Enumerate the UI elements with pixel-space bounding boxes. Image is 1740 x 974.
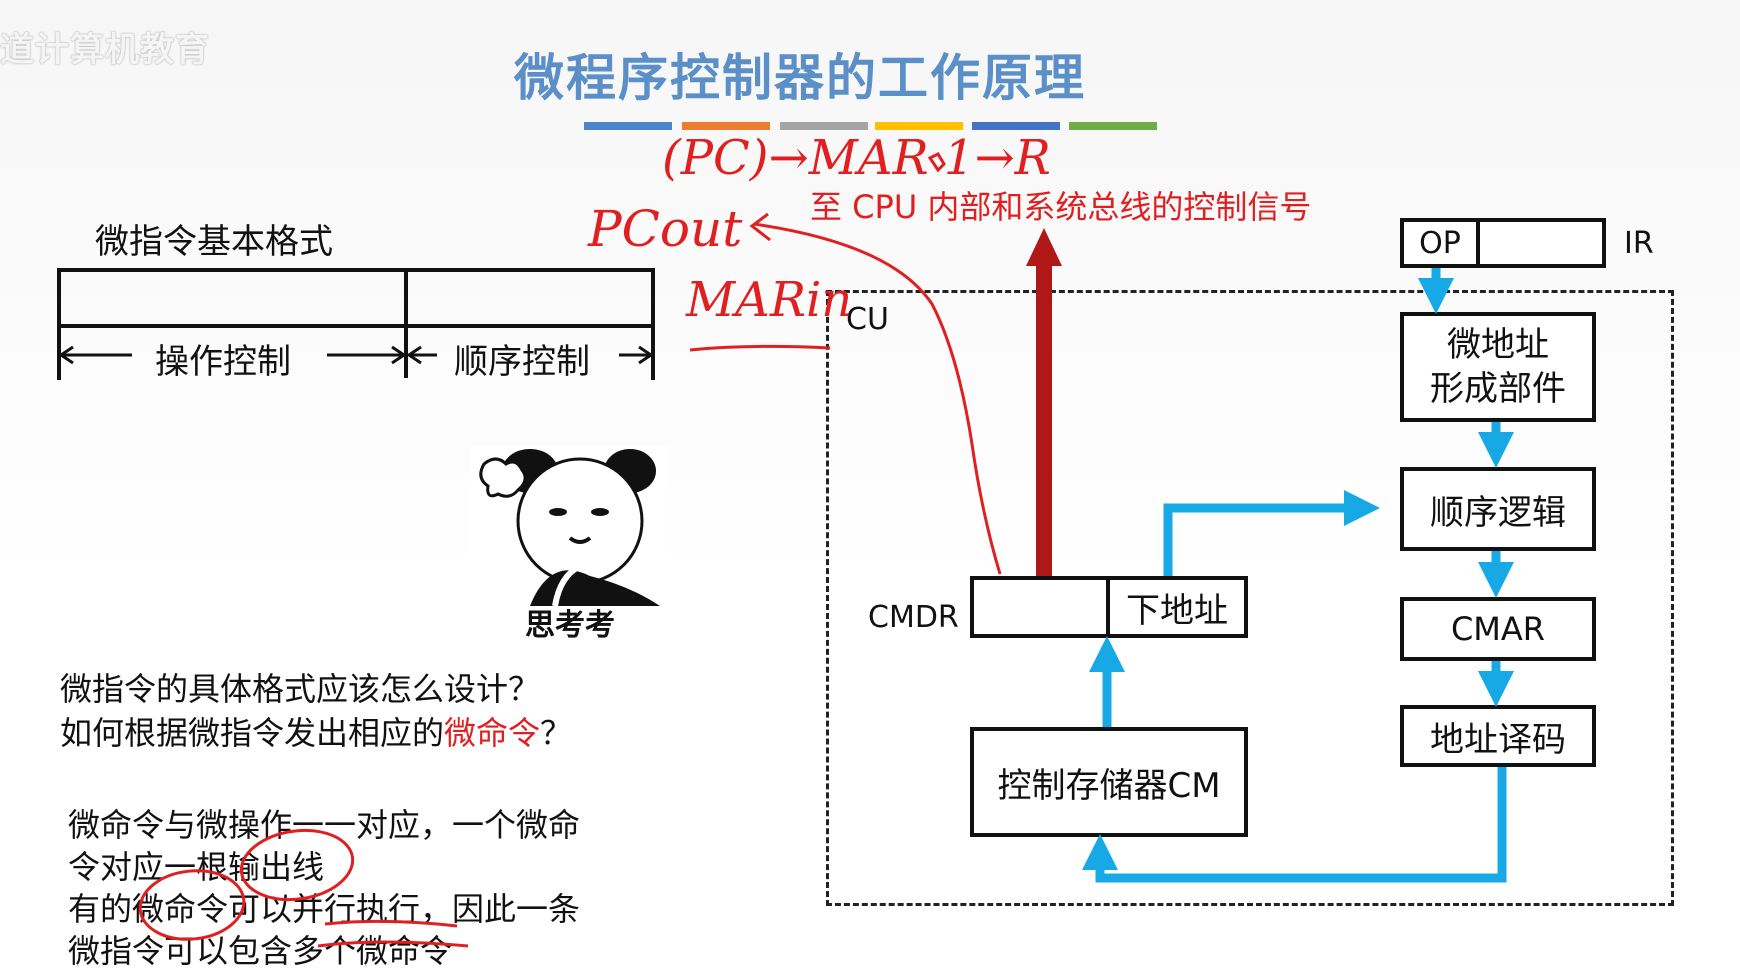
question-2: 如何根据微指令发出相应的微命令？ <box>60 708 572 754</box>
color-bar <box>780 122 868 130</box>
format-tick <box>57 328 61 380</box>
annotation-pc-to-mar: (PC)→MAR 1→R <box>662 130 1051 186</box>
panda-face-icon <box>479 449 660 607</box>
format-arrows <box>58 345 654 365</box>
color-bar <box>972 122 1060 130</box>
panda-caption: 思考考 <box>525 608 615 643</box>
watermark: 道计算机教育 <box>0 30 210 70</box>
panda-meme-image <box>470 446 670 641</box>
cmdr-next-address: 下地址 <box>1126 590 1228 631</box>
control-signal-label: 至 CPU 内部和系统总线的控制信号 <box>810 188 1312 226</box>
format-title: 微指令基本格式 <box>95 222 333 262</box>
cmdr-label: CMDR <box>868 600 959 635</box>
format-tick <box>651 328 655 380</box>
annotation-pcout: PCout <box>588 200 743 258</box>
format-field-operation: 操作控制 <box>155 342 291 382</box>
color-bar <box>875 122 963 130</box>
note-line-3: 有的微命令可以并行执行，因此一条 <box>68 890 581 928</box>
question-2-prefix: 如何根据微指令发出相应的 <box>60 714 445 752</box>
format-divider <box>404 268 408 378</box>
address-decoder: 地址译码 <box>1400 705 1596 767</box>
question-2-suffix: ？ <box>540 714 573 752</box>
color-bar <box>584 122 672 130</box>
color-bar <box>682 122 770 130</box>
control-store-cm: 控制存储器CM <box>970 727 1248 837</box>
cu-label: CU <box>846 302 889 337</box>
question-2-highlight: 微命令 <box>444 714 541 752</box>
annotation-marin: MARin <box>686 272 853 328</box>
page-title: 微程序控制器的工作原理 <box>514 49 1086 107</box>
cmdr-register: 下地址 <box>970 576 1248 638</box>
format-field-sequence: 顺序控制 <box>454 342 590 382</box>
sequence-logic: 顺序逻辑 <box>1400 467 1596 551</box>
format-box <box>57 268 655 328</box>
ir-register: OP <box>1400 218 1606 268</box>
cu-frame <box>826 290 1674 906</box>
cmdr-control-field <box>974 580 1110 634</box>
question-1: 微指令的具体格式应该怎么设计？ <box>60 670 541 708</box>
op-field: OP <box>1404 222 1480 264</box>
ir-label: IR <box>1624 226 1654 261</box>
note-line-4: 微指令可以包含多个微命令 <box>68 932 453 970</box>
note-line-1: 微命令与微操作一一对应，一个微命 <box>68 806 581 844</box>
color-bar <box>1069 122 1157 130</box>
cmar-register: CMAR <box>1400 597 1596 661</box>
micro-address-generator: 微地址 形成部件 <box>1400 312 1596 422</box>
note-line-2: 令对应一根输出线 <box>68 848 325 886</box>
